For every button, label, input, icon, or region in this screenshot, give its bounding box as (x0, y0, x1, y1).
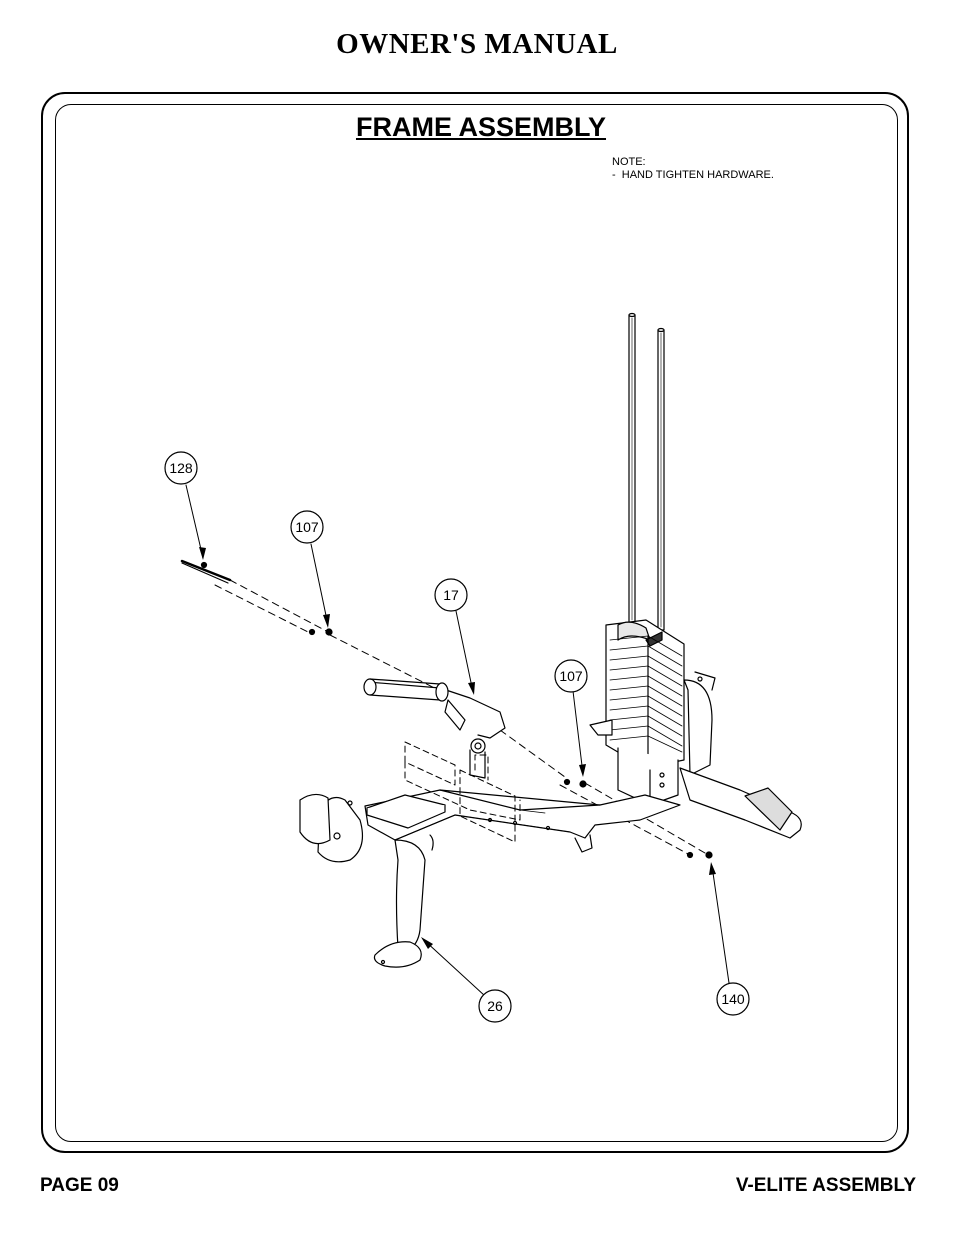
page-number: PAGE 09 (40, 1175, 119, 1196)
bolt-128 (180, 559, 232, 584)
section-title: FRAME ASSEMBLY (355, 112, 607, 142)
callout-circle-26 (478, 989, 512, 1023)
page-border-outer (41, 92, 909, 1153)
note-line: - HAND TIGHTEN HARDWARE. (612, 169, 774, 181)
assembly-guide-lines (214, 579, 706, 856)
support-leg (373, 834, 434, 968)
callout-circle-140 (716, 982, 750, 1016)
front-plate (299, 793, 446, 863)
roller-handle (363, 678, 506, 779)
callout-circle-107a (290, 510, 324, 544)
leader-arrowheads (199, 547, 716, 949)
weight-stack (605, 619, 685, 806)
callout-circle-17 (434, 578, 468, 612)
note-heading: NOTE: (612, 156, 646, 168)
callout-140: 140 (721, 991, 745, 1007)
leader-lines (185, 484, 730, 997)
callout-circle-128 (164, 451, 198, 485)
callout-17: 17 (443, 587, 459, 603)
callout-128: 128 (169, 460, 193, 476)
callout-circle-107b (554, 659, 588, 693)
assembly-note: NOTE: - HAND TIGHTEN HARDWARE. (612, 156, 774, 182)
callout-26: 26 (487, 998, 503, 1014)
seat-plate-outlines (404, 741, 521, 843)
manual-title: OWNER'S MANUAL (336, 28, 618, 60)
rear-foot (589, 671, 802, 839)
guide-rods (628, 312, 665, 631)
hardware-nuts (308, 628, 713, 859)
page-border-inner (55, 104, 898, 1142)
callout-107-upper: 107 (295, 519, 319, 535)
callout-107-lower: 107 (559, 668, 583, 684)
model-assembly-label: V-ELITE ASSEMBLY (735, 1175, 916, 1196)
